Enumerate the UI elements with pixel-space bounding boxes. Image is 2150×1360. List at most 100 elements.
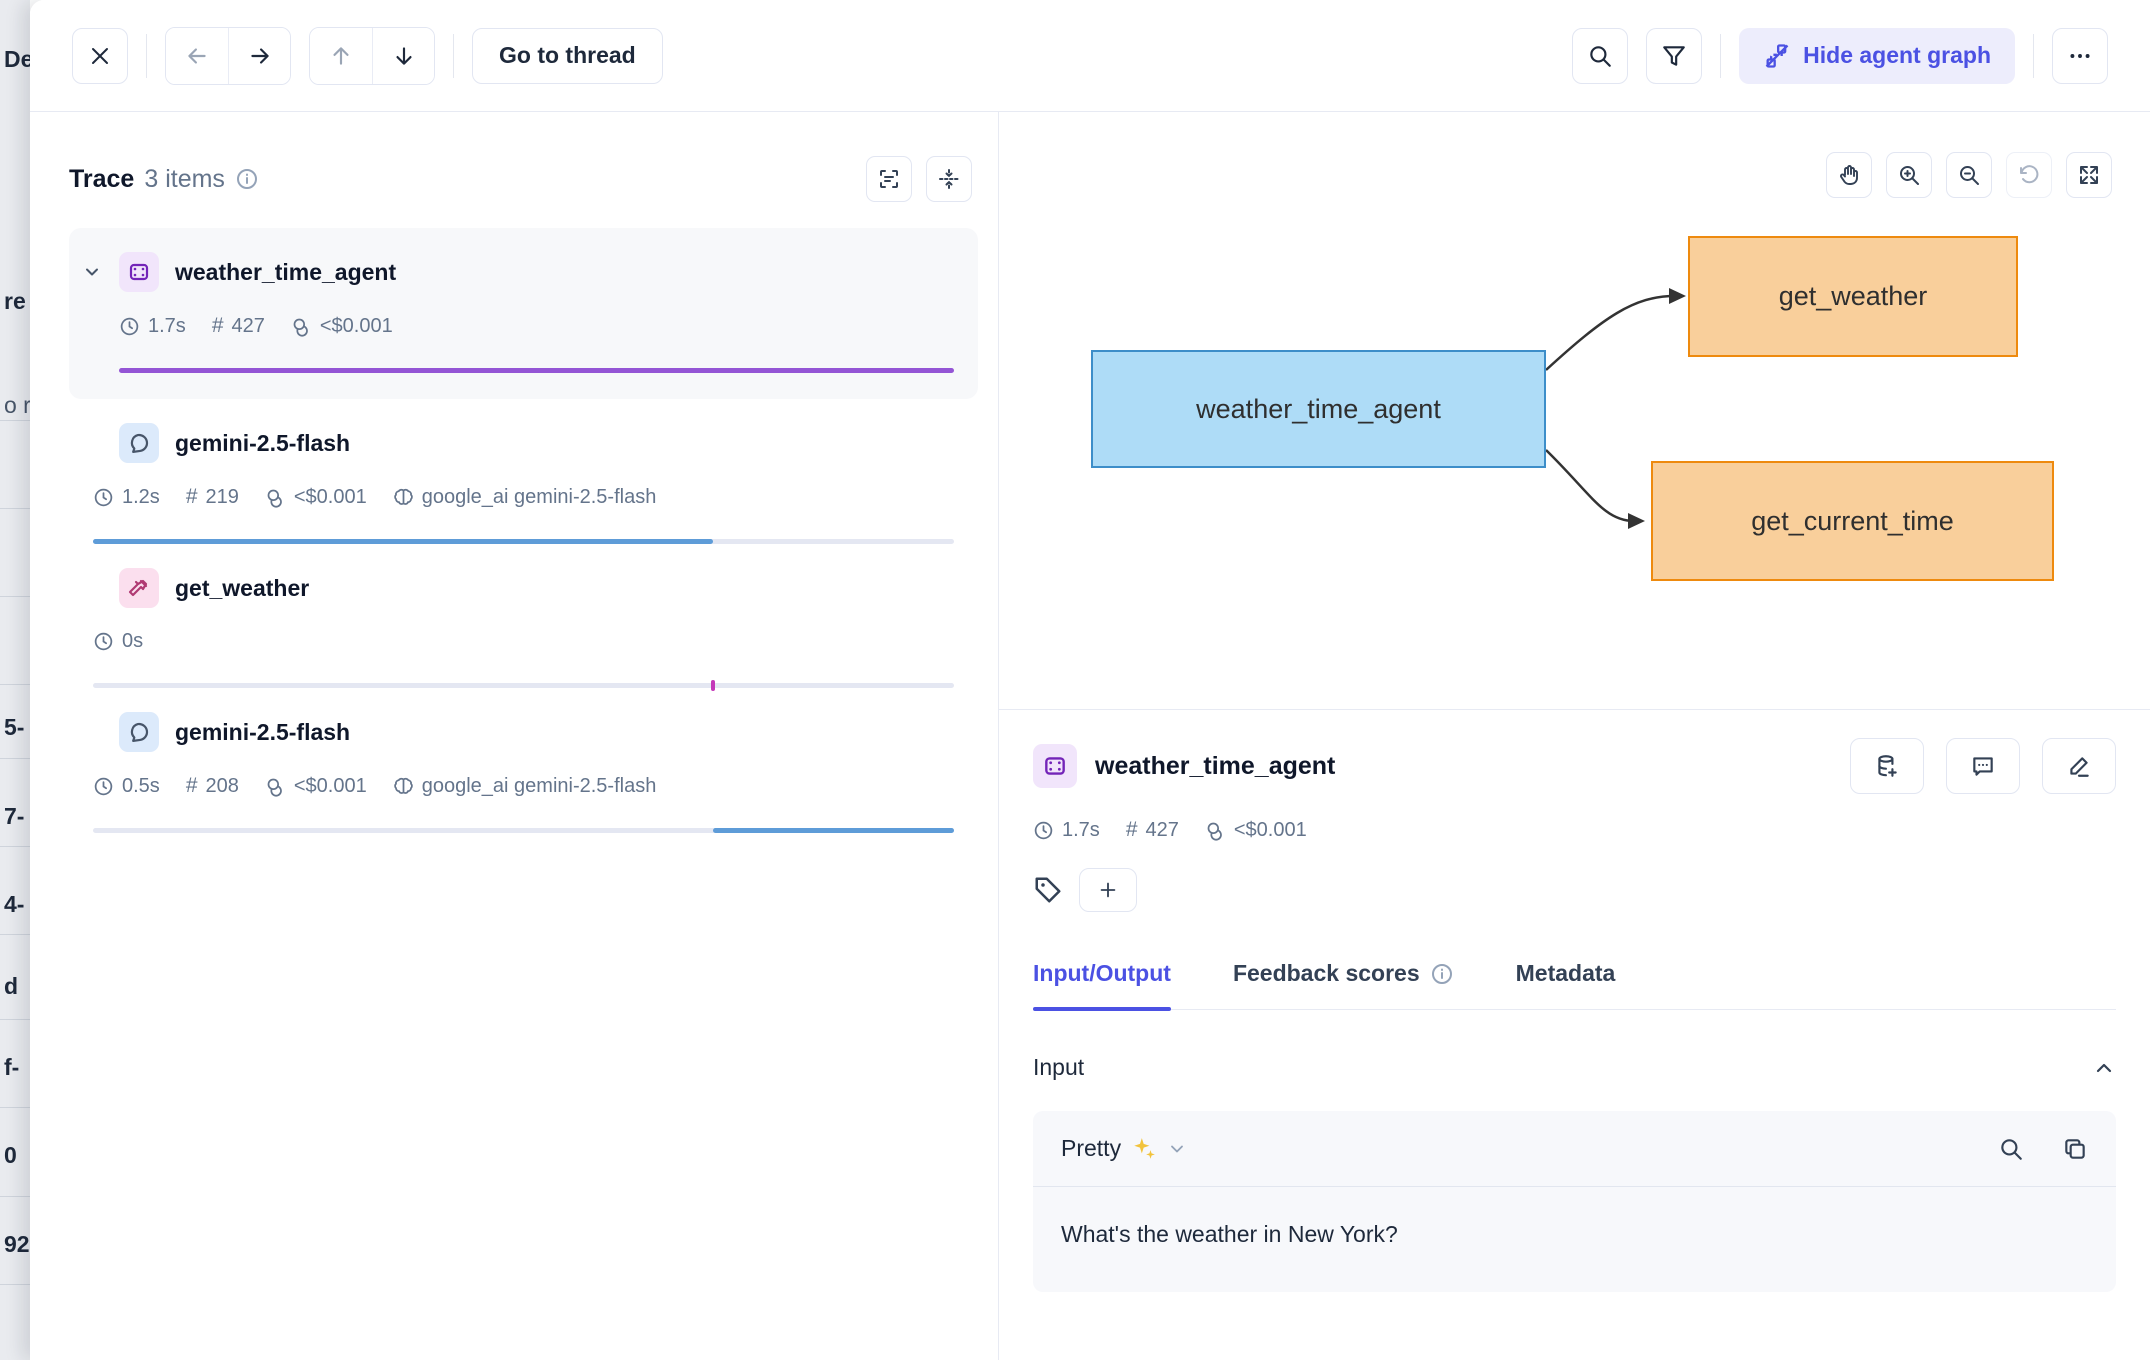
detail-title: weather_time_agent [1095,751,1336,780]
span-timeline-bar [93,828,954,833]
chevron-up-icon[interactable] [2092,1056,2116,1080]
clipped-text: re [4,288,26,314]
search-button[interactable] [1572,27,1629,84]
chevron-down-icon[interactable] [81,262,103,282]
tab-metadata[interactable]: Metadata [1515,960,1616,986]
reset-icon [2017,163,2041,187]
filter-button[interactable] [1646,27,1703,84]
cost-stat: <$0.001 [291,315,393,338]
coins-icon [1205,820,1226,841]
scan-view-button[interactable] [866,156,912,202]
llm-span-icon [119,423,159,463]
prev-trace-button[interactable] [166,27,228,84]
fullscreen-button[interactable] [2066,152,2112,198]
tokens-stat: # 219 [185,485,239,508]
trace-row-tool[interactable]: get_weather 0s [69,544,978,691]
trace-panel-title: Trace [69,164,135,193]
tab-feedback-scores[interactable]: Feedback scores [1233,960,1454,1009]
span-title: weather_time_agent [175,258,397,285]
duration-stat: 1.7s [1033,819,1100,842]
go-to-thread-button[interactable]: Go to thread [472,27,663,84]
toolbar: Go to thread Hid [30,0,2150,112]
info-icon[interactable] [235,167,259,191]
coins-icon [291,316,312,337]
tag-icon [1033,875,1063,905]
close-icon [88,44,112,68]
search-in-content-icon[interactable] [1998,1136,2024,1162]
span-title: get_weather [175,574,310,601]
tab-input-output[interactable]: Input/Output [1033,960,1171,1011]
next-trace-button[interactable] [228,27,290,84]
edit-button[interactable] [2042,738,2116,794]
trace-overlay-sheet: Go to thread Hid [30,0,2150,1360]
hash-icon: # [185,774,198,797]
info-icon [1430,962,1454,986]
trace-row-llm-2[interactable]: gemini-2.5-flash 0.5s # 208 [69,688,978,833]
brain-icon [393,776,414,797]
right-panel: weather_time_agent get_weather get_curre… [998,112,2150,1360]
add-tag-button[interactable] [1079,868,1137,912]
sparkles-icon [1131,1136,1157,1162]
clipped-text: o r [4,392,30,418]
span-timeline-bar [93,539,954,544]
arrow-down-icon [391,43,417,69]
trace-row-agent[interactable]: weather_time_agent 1.7s # 427 [69,228,978,399]
provider-stat: google_ai gemini-2.5-flash [393,486,656,509]
up-span-button[interactable] [310,27,372,84]
zoom-in-icon [1897,163,1921,187]
duration-stat: 0.5s [93,775,160,798]
arrow-up-icon [328,43,354,69]
collapse-vertical-icon [937,167,961,191]
input-content: What's the weather in New York? [1061,1221,1398,1247]
duration-stat: 0s [93,630,143,653]
input-viewer-card: Pretty [1033,1111,2116,1292]
more-actions-button[interactable] [2052,27,2108,84]
input-section-title: Input [1033,1054,1085,1080]
hide-agent-graph-label: Hide agent graph [1803,42,1991,68]
pan-button[interactable] [1826,152,1872,198]
hash-icon: # [1125,818,1138,841]
agent-graph-canvas[interactable]: weather_time_agent get_weather get_curre… [999,112,2150,709]
clipped-text: De [4,46,30,72]
coins-icon [265,487,286,508]
close-button[interactable] [72,27,128,84]
collapse-all-button[interactable] [926,156,972,202]
cost-stat: <$0.001 [265,775,367,798]
clock-icon [119,316,140,337]
copy-icon[interactable] [2062,1136,2088,1162]
add-to-dataset-button[interactable] [1850,738,1924,794]
ellipsis-icon [2067,43,2093,69]
graph-node-weather-time-agent[interactable]: weather_time_agent [1091,350,1546,468]
graph-node-get-weather[interactable]: get_weather [1688,236,2018,357]
comment-button[interactable] [1946,738,2020,794]
clipped-text: 7- [4,803,25,829]
brain-icon [393,487,414,508]
agent-span-icon [119,252,159,292]
reset-view-button[interactable] [2006,152,2052,198]
span-timeline-bar [93,680,954,691]
pen-icon [2066,753,2092,779]
clock-icon [1033,820,1054,841]
hide-agent-graph-button[interactable]: Hide agent graph [1739,27,2015,84]
zoom-in-button[interactable] [1886,152,1932,198]
coins-icon [265,776,286,797]
trace-row-llm-1[interactable]: gemini-2.5-flash 1.2s # 219 [69,399,978,544]
down-span-button[interactable] [372,27,434,84]
clipped-text: 0 [4,1142,17,1168]
tokens-stat: # 208 [185,774,239,797]
clipped-text: 4- [4,891,25,917]
zoom-out-button[interactable] [1946,152,1992,198]
cost-stat: <$0.001 [265,486,367,509]
view-mode-select[interactable]: Pretty [1061,1135,1187,1162]
prev-next-group [165,26,291,85]
scan-text-icon [877,167,901,191]
graph-node-get-current-time[interactable]: get_current_time [1651,461,2054,581]
span-timeline-bar [119,368,954,373]
clock-icon [93,631,114,652]
duration-stat: 1.7s [119,315,186,338]
hand-icon [1837,163,1861,187]
hash-icon: # [185,485,198,508]
tokens-stat: # 427 [211,314,265,337]
fullscreen-icon [2077,163,2101,187]
